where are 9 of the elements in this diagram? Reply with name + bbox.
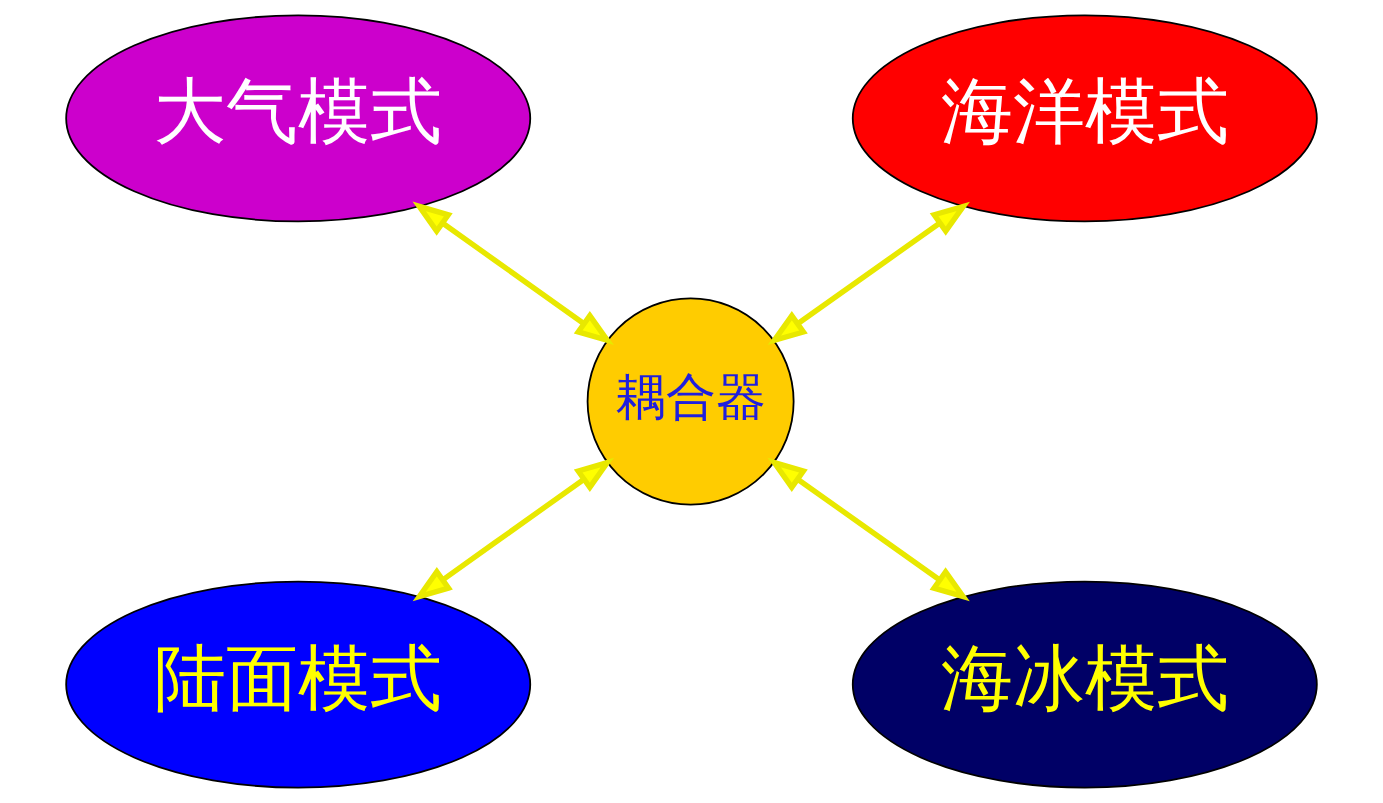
node-ellipse: 海洋模式 [851, 14, 1318, 223]
arrow [412, 457, 615, 602]
arrow [767, 201, 970, 346]
node-ellipse: 海冰模式 [851, 580, 1318, 789]
arrow [412, 201, 614, 346]
node-circle: 耦合器 [586, 297, 795, 506]
node-ellipse: 大气模式 [65, 14, 532, 223]
node-ellipse: 陆面模式 [65, 580, 532, 789]
arrow [767, 457, 970, 602]
